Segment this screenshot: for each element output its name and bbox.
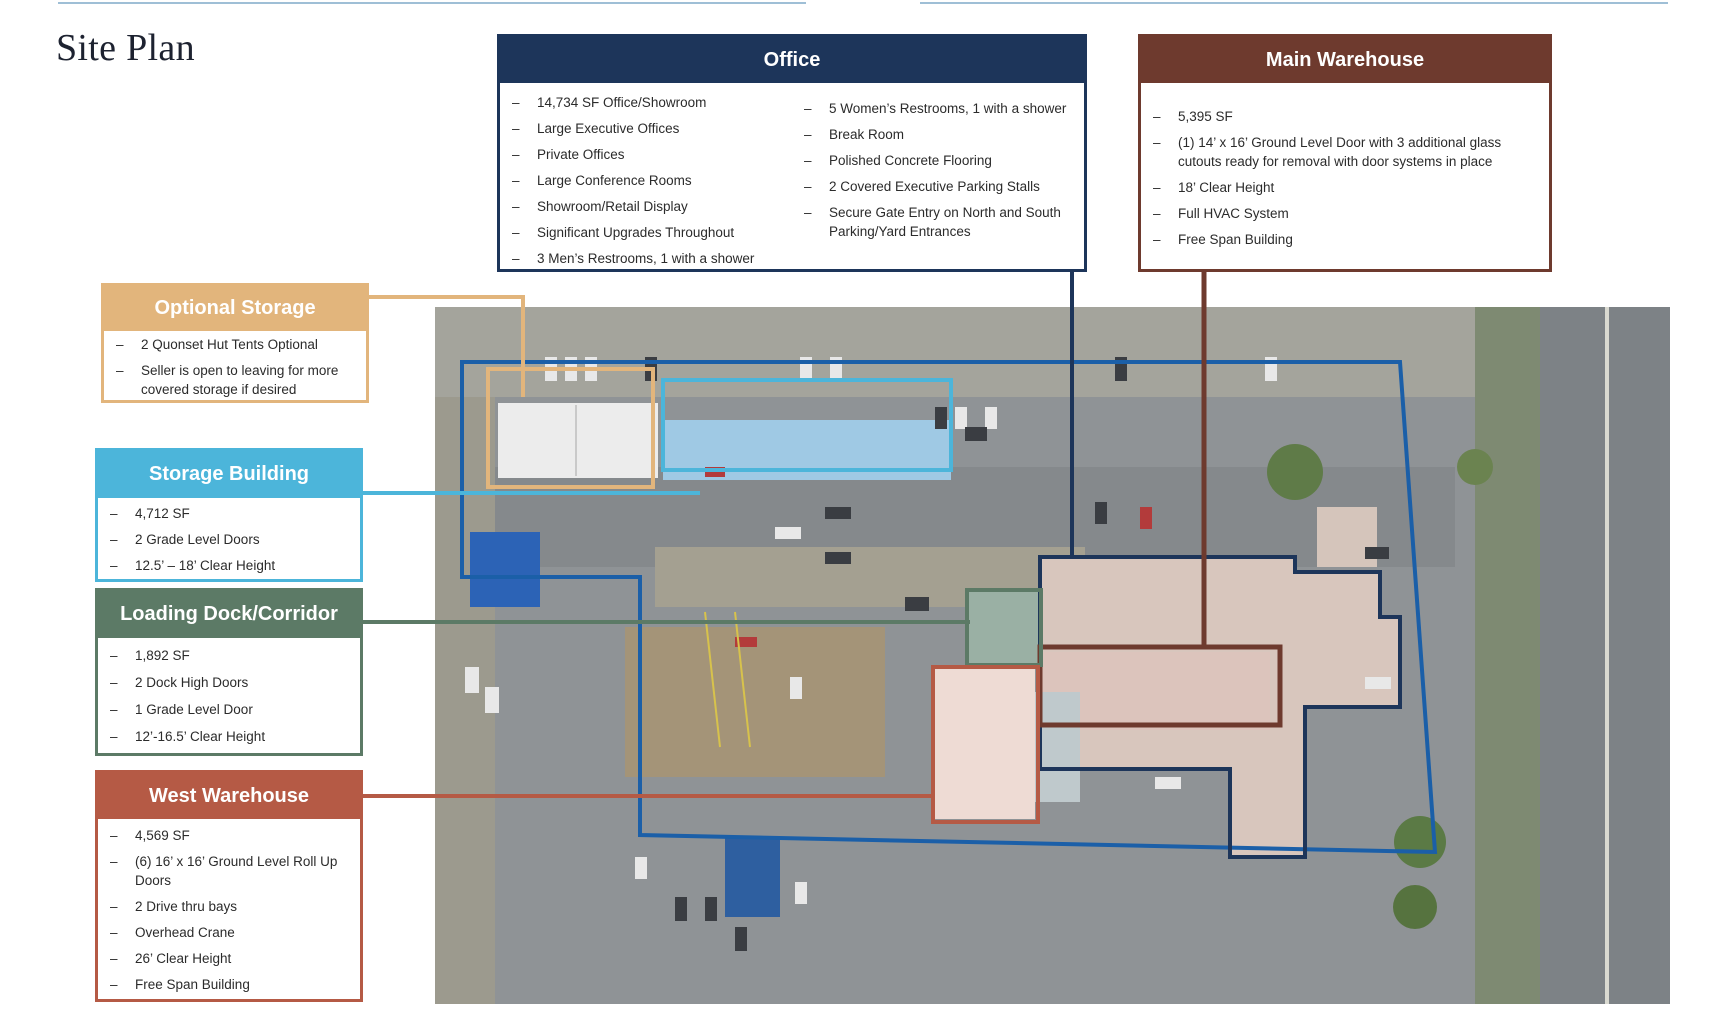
feature-item: Large Executive Offices [500, 119, 792, 138]
feature-item: 4,569 SF [98, 826, 350, 845]
feature-item: Overhead Crane [98, 923, 350, 942]
feature-item: 12.5’ – 18’ Clear Height [98, 556, 360, 575]
main-warehouse-header: Main Warehouse [1141, 37, 1549, 83]
feature-item: 3 Men’s Restrooms, 1 with a shower [500, 249, 792, 268]
feature-item: 5 Women’s Restrooms, 1 with a shower [792, 99, 1074, 118]
office-right-list: 5 Women’s Restrooms, 1 with a showerBrea… [792, 93, 1084, 241]
feature-item: 1,892 SF [98, 646, 360, 665]
storage-building-header: Storage Building [98, 451, 360, 498]
west-warehouse-header: West Warehouse [98, 773, 360, 819]
feature-item: 2 Quonset Hut Tents Optional [104, 335, 356, 354]
loading-dock-info-box: Loading Dock/Corridor 1,892 SF 2 Dock Hig… [95, 588, 363, 756]
feature-item: 2 Dock High Doors [98, 673, 360, 692]
feature-item: Secure Gate Entry on North and South Par… [792, 203, 1074, 241]
aerial-site-photo [435, 307, 1670, 1004]
feature-item: 12’-16.5’ Clear Height [98, 727, 360, 746]
office-right-column: 5 Women’s Restrooms, 1 with a showerBrea… [792, 93, 1084, 275]
feature-item: Large Conference Rooms [500, 171, 792, 190]
feature-item: Break Room [792, 125, 1074, 144]
feature-item: (1) 14’ x 16’ Ground Level Door with 3 a… [1141, 133, 1535, 171]
office-left-column: 14,734 SF Office/ShowroomLarge Executive… [500, 93, 792, 275]
optional-storage-info-box: Optional Storage 2 Quonset Hut Tents Opt… [101, 283, 369, 403]
main-warehouse-info-box: Main Warehouse 5,395 SF (1) 14’ x 16’ Gro… [1138, 34, 1552, 272]
main-warehouse-list: 5,395 SF (1) 14’ x 16’ Ground Level Door … [1141, 83, 1549, 249]
feature-item: Free Span Building [1141, 230, 1535, 249]
feature-item: Seller is open to leaving for more cover… [104, 361, 356, 399]
loading-dock-header: Loading Dock/Corridor [98, 591, 360, 638]
west-warehouse-info-box: West Warehouse 4,569 SF (6) 16’ x 16’ Gro… [95, 770, 363, 1002]
west-warehouse-list: 4,569 SF (6) 16’ x 16’ Ground Level Roll … [98, 819, 360, 994]
feature-item: Significant Upgrades Throughout [500, 223, 792, 242]
loading-dock-list: 1,892 SF 2 Dock High Doors 1 Grade Level D… [98, 638, 360, 746]
office-info-box: Office 14,734 SF Office/ShowroomLarge Ex… [497, 34, 1087, 272]
feature-item: (6) 16’ x 16’ Ground Level Roll Up Doors [98, 852, 350, 890]
feature-item: 14,734 SF Office/Showroom [500, 93, 792, 112]
office-left-list: 14,734 SF Office/ShowroomLarge Executive… [500, 93, 792, 268]
feature-item: 2 Grade Level Doors [98, 530, 360, 549]
storage-building-list: 4,712 SF 2 Grade Level Doors 12.5’ – 18’ C… [98, 498, 360, 575]
feature-item: 18’ Clear Height [1141, 178, 1535, 197]
optional-storage-header: Optional Storage [104, 286, 366, 331]
feature-item: Polished Concrete Flooring [792, 151, 1074, 170]
top-divider-left [58, 2, 806, 4]
feature-item: 2 Drive thru bays [98, 897, 350, 916]
feature-item: Showroom/Retail Display [500, 197, 792, 216]
feature-item: 2 Covered Executive Parking Stalls [792, 177, 1074, 196]
top-divider-right [920, 2, 1668, 4]
office-feature-columns: 14,734 SF Office/ShowroomLarge Executive… [500, 83, 1084, 275]
feature-item: Free Span Building [98, 975, 350, 994]
page-title: Site Plan [56, 27, 195, 69]
feature-item: Full HVAC System [1141, 204, 1535, 223]
feature-item: 26’ Clear Height [98, 949, 350, 968]
optional-storage-list: 2 Quonset Hut Tents OptionalSeller is op… [104, 331, 366, 399]
storage-building-info-box: Storage Building 4,712 SF 2 Grade Level D… [95, 448, 363, 582]
feature-item: 1 Grade Level Door [98, 700, 360, 719]
feature-item: 5,395 SF [1141, 107, 1535, 126]
aerial-site-drawing [435, 307, 1670, 1004]
feature-item: 4,712 SF [98, 504, 360, 523]
feature-item: Private Offices [500, 145, 792, 164]
office-header: Office [500, 37, 1084, 83]
